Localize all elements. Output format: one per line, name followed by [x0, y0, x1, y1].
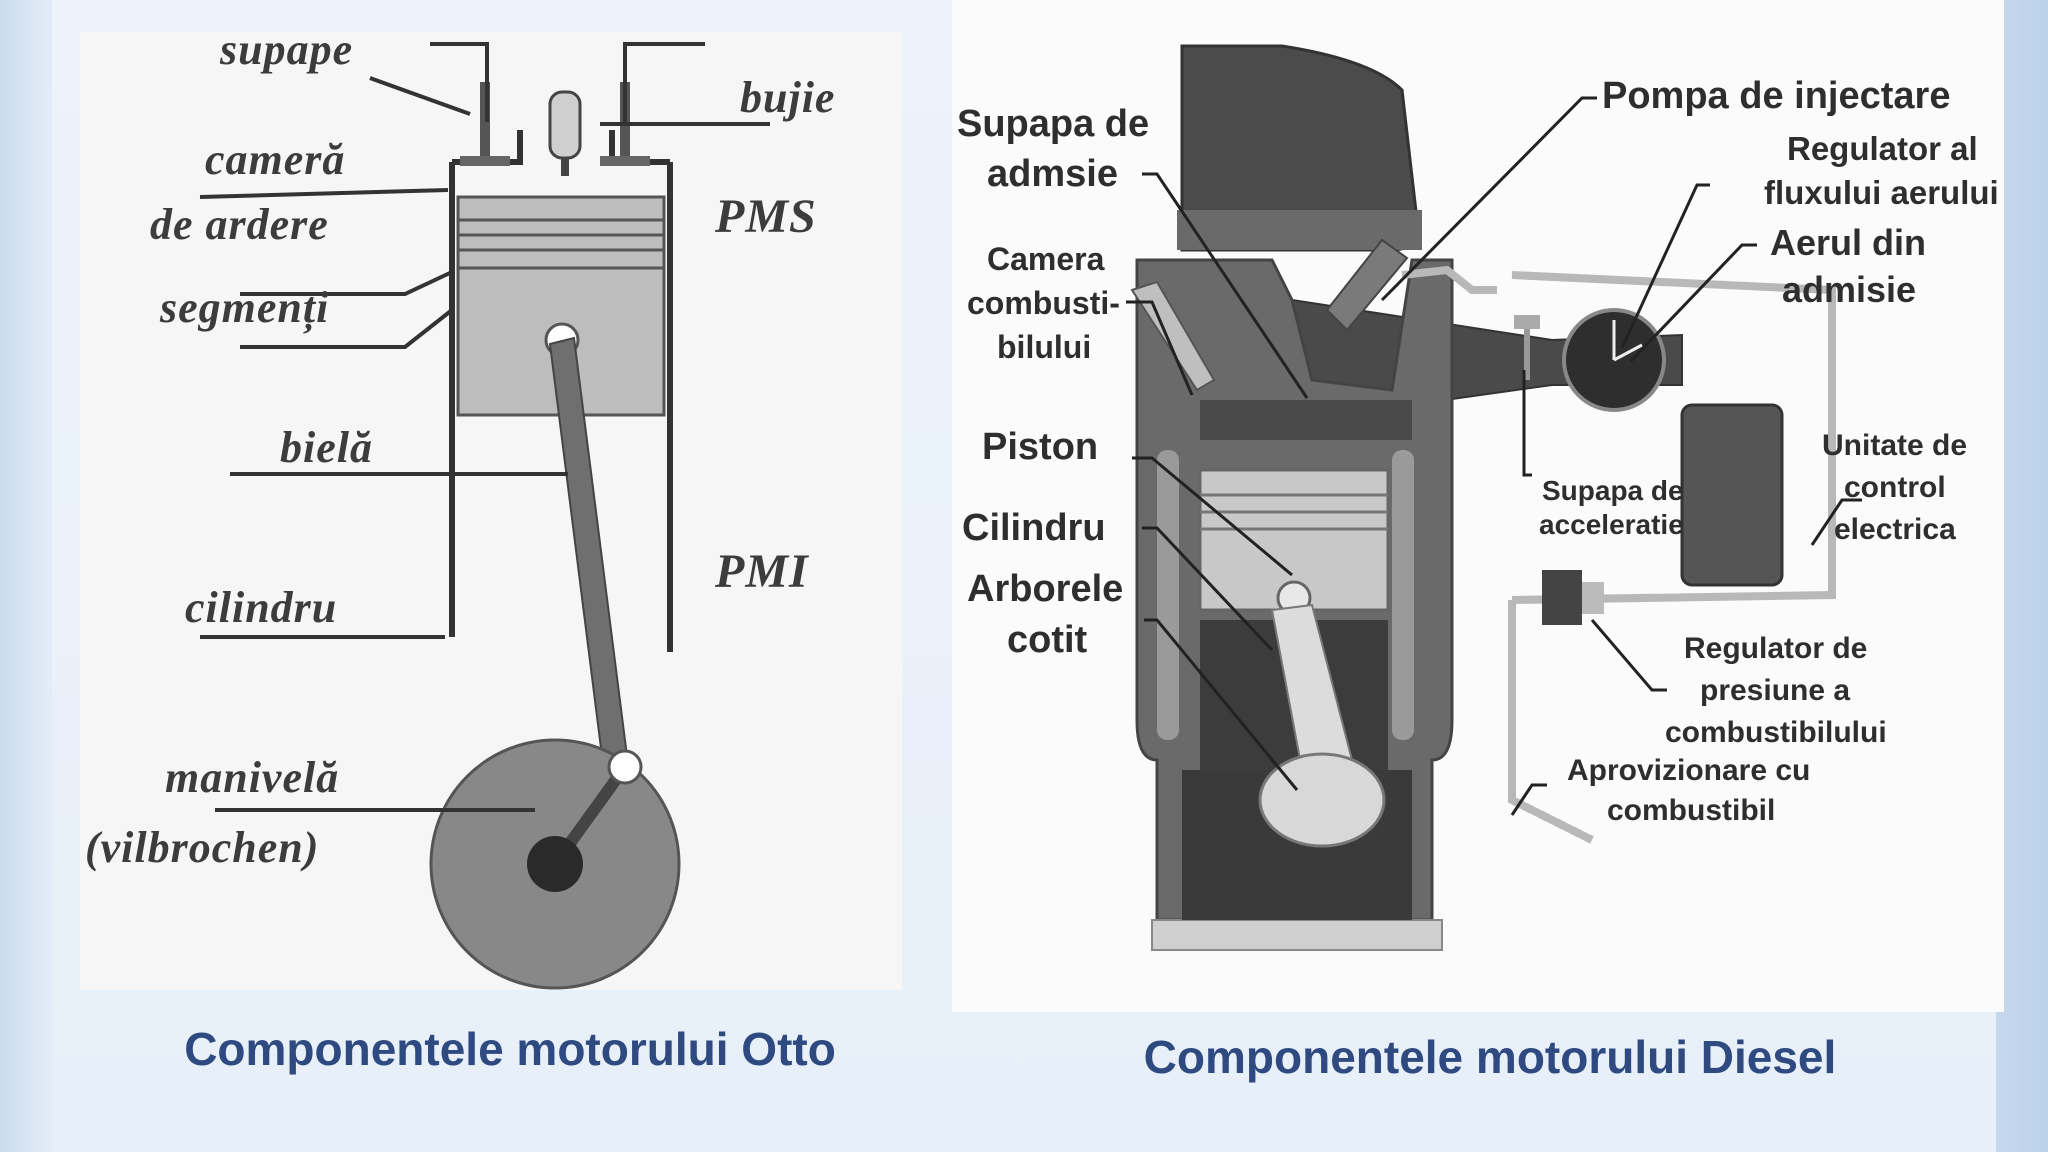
diesel-label-camera-3: bilului [997, 329, 1091, 365]
engine-base [1151, 919, 1443, 951]
diesel-label-supapa-admsie-2: admsie [987, 153, 1118, 195]
diesel-label-camera-1: Camera [987, 241, 1105, 277]
combustion-chamber [1200, 400, 1412, 440]
diesel-label-pompa: Pompa de injectare [1602, 75, 1950, 117]
diesel-label-aerul-1: Aerul din [1770, 222, 1926, 263]
otto-label-supape: supape [219, 32, 353, 74]
otto-label-camera: cameră [205, 135, 345, 184]
diesel-label-supapa-acc-2: acceleratie [1539, 509, 1684, 540]
diesel-label-unitate-3: electrica [1834, 513, 1956, 546]
diesel-label-aprov-2: combustibil [1607, 794, 1775, 827]
otto-crankshaft [429, 738, 681, 990]
otto-label-pmi: PMI [714, 545, 810, 598]
diesel-label-arborele-1: Arborele [967, 568, 1123, 610]
coolant-channel-right [1392, 450, 1414, 740]
diesel-piston [1198, 468, 1390, 616]
otto-label-vilbrochen: (vilbrochen) [85, 823, 319, 872]
diesel-crankshaft [1258, 752, 1386, 848]
diesel-label-regulator-aer-2: fluxului aerului [1764, 174, 1999, 211]
injection-pump-icon [1325, 238, 1409, 332]
diesel-leader-lines [1126, 96, 1862, 816]
otto-engine-svg: supape bujie cameră de ardere segmenți b… [85, 32, 835, 990]
electronic-control-unit [1680, 403, 1784, 587]
otto-label-manivela: manivelă [165, 753, 339, 802]
coolant-channel-left [1157, 450, 1179, 740]
otto-label-bujie: bujie [740, 73, 835, 122]
diesel-label-camera-2: combusti- [967, 285, 1120, 321]
diesel-engine-svg: Supapa de admsie Camera combusti- bilulu… [957, 44, 1999, 951]
fuel-lines [1401, 265, 1836, 844]
diesel-label-supapa-acc-1: Supapa de [1542, 475, 1684, 506]
otto-label-segmenti: segmenți [159, 283, 329, 333]
otto-caption: Componentele motorului Otto [184, 1023, 836, 1075]
diesel-label-reg-presiune-1: Regulator de [1684, 632, 1867, 665]
diesel-label-aprov-1: Aprovizionare cu [1567, 754, 1810, 787]
diesel-label-supapa-admsie-1: Supapa de [957, 103, 1149, 145]
diesel-label-reg-presiune-2: presiune a [1700, 674, 1850, 707]
otto-engine-diagram: supape bujie cameră de ardere segmenți b… [80, 32, 902, 990]
spark-plug-icon [548, 90, 582, 176]
diesel-label-unitate-1: Unitate de [1822, 429, 1967, 462]
throttle-valve-icon [1514, 315, 1540, 380]
diesel-caption: Componentele motorului Diesel [1143, 1031, 1837, 1083]
air-flow-meter-icon [1562, 308, 1666, 412]
otto-label-cilindru: cilindru [185, 583, 337, 632]
otto-label-de-ardere: de ardere [150, 200, 329, 249]
otto-label-pms: PMS [714, 190, 817, 243]
diesel-label-unitate-2: control [1844, 471, 1946, 504]
diesel-label-aerul-2: admisie [1782, 269, 1916, 310]
diesel-label-reg-presiune-3: combustibilului [1665, 716, 1887, 749]
pressure-regulator-icon [1542, 570, 1604, 625]
diesel-label-arborele-2: cotit [1007, 619, 1088, 661]
otto-leader-lines [199, 42, 770, 812]
diesel-label-cilindru: Cilindru [962, 507, 1106, 549]
diesel-label-regulator-aer-1: Regulator al [1787, 130, 1978, 167]
diesel-label-piston: Piston [982, 426, 1098, 468]
otto-label-biela: bielă [280, 423, 373, 472]
diesel-engine-diagram: Supapa de admsie Camera combusti- bilulu… [952, 0, 2004, 1012]
